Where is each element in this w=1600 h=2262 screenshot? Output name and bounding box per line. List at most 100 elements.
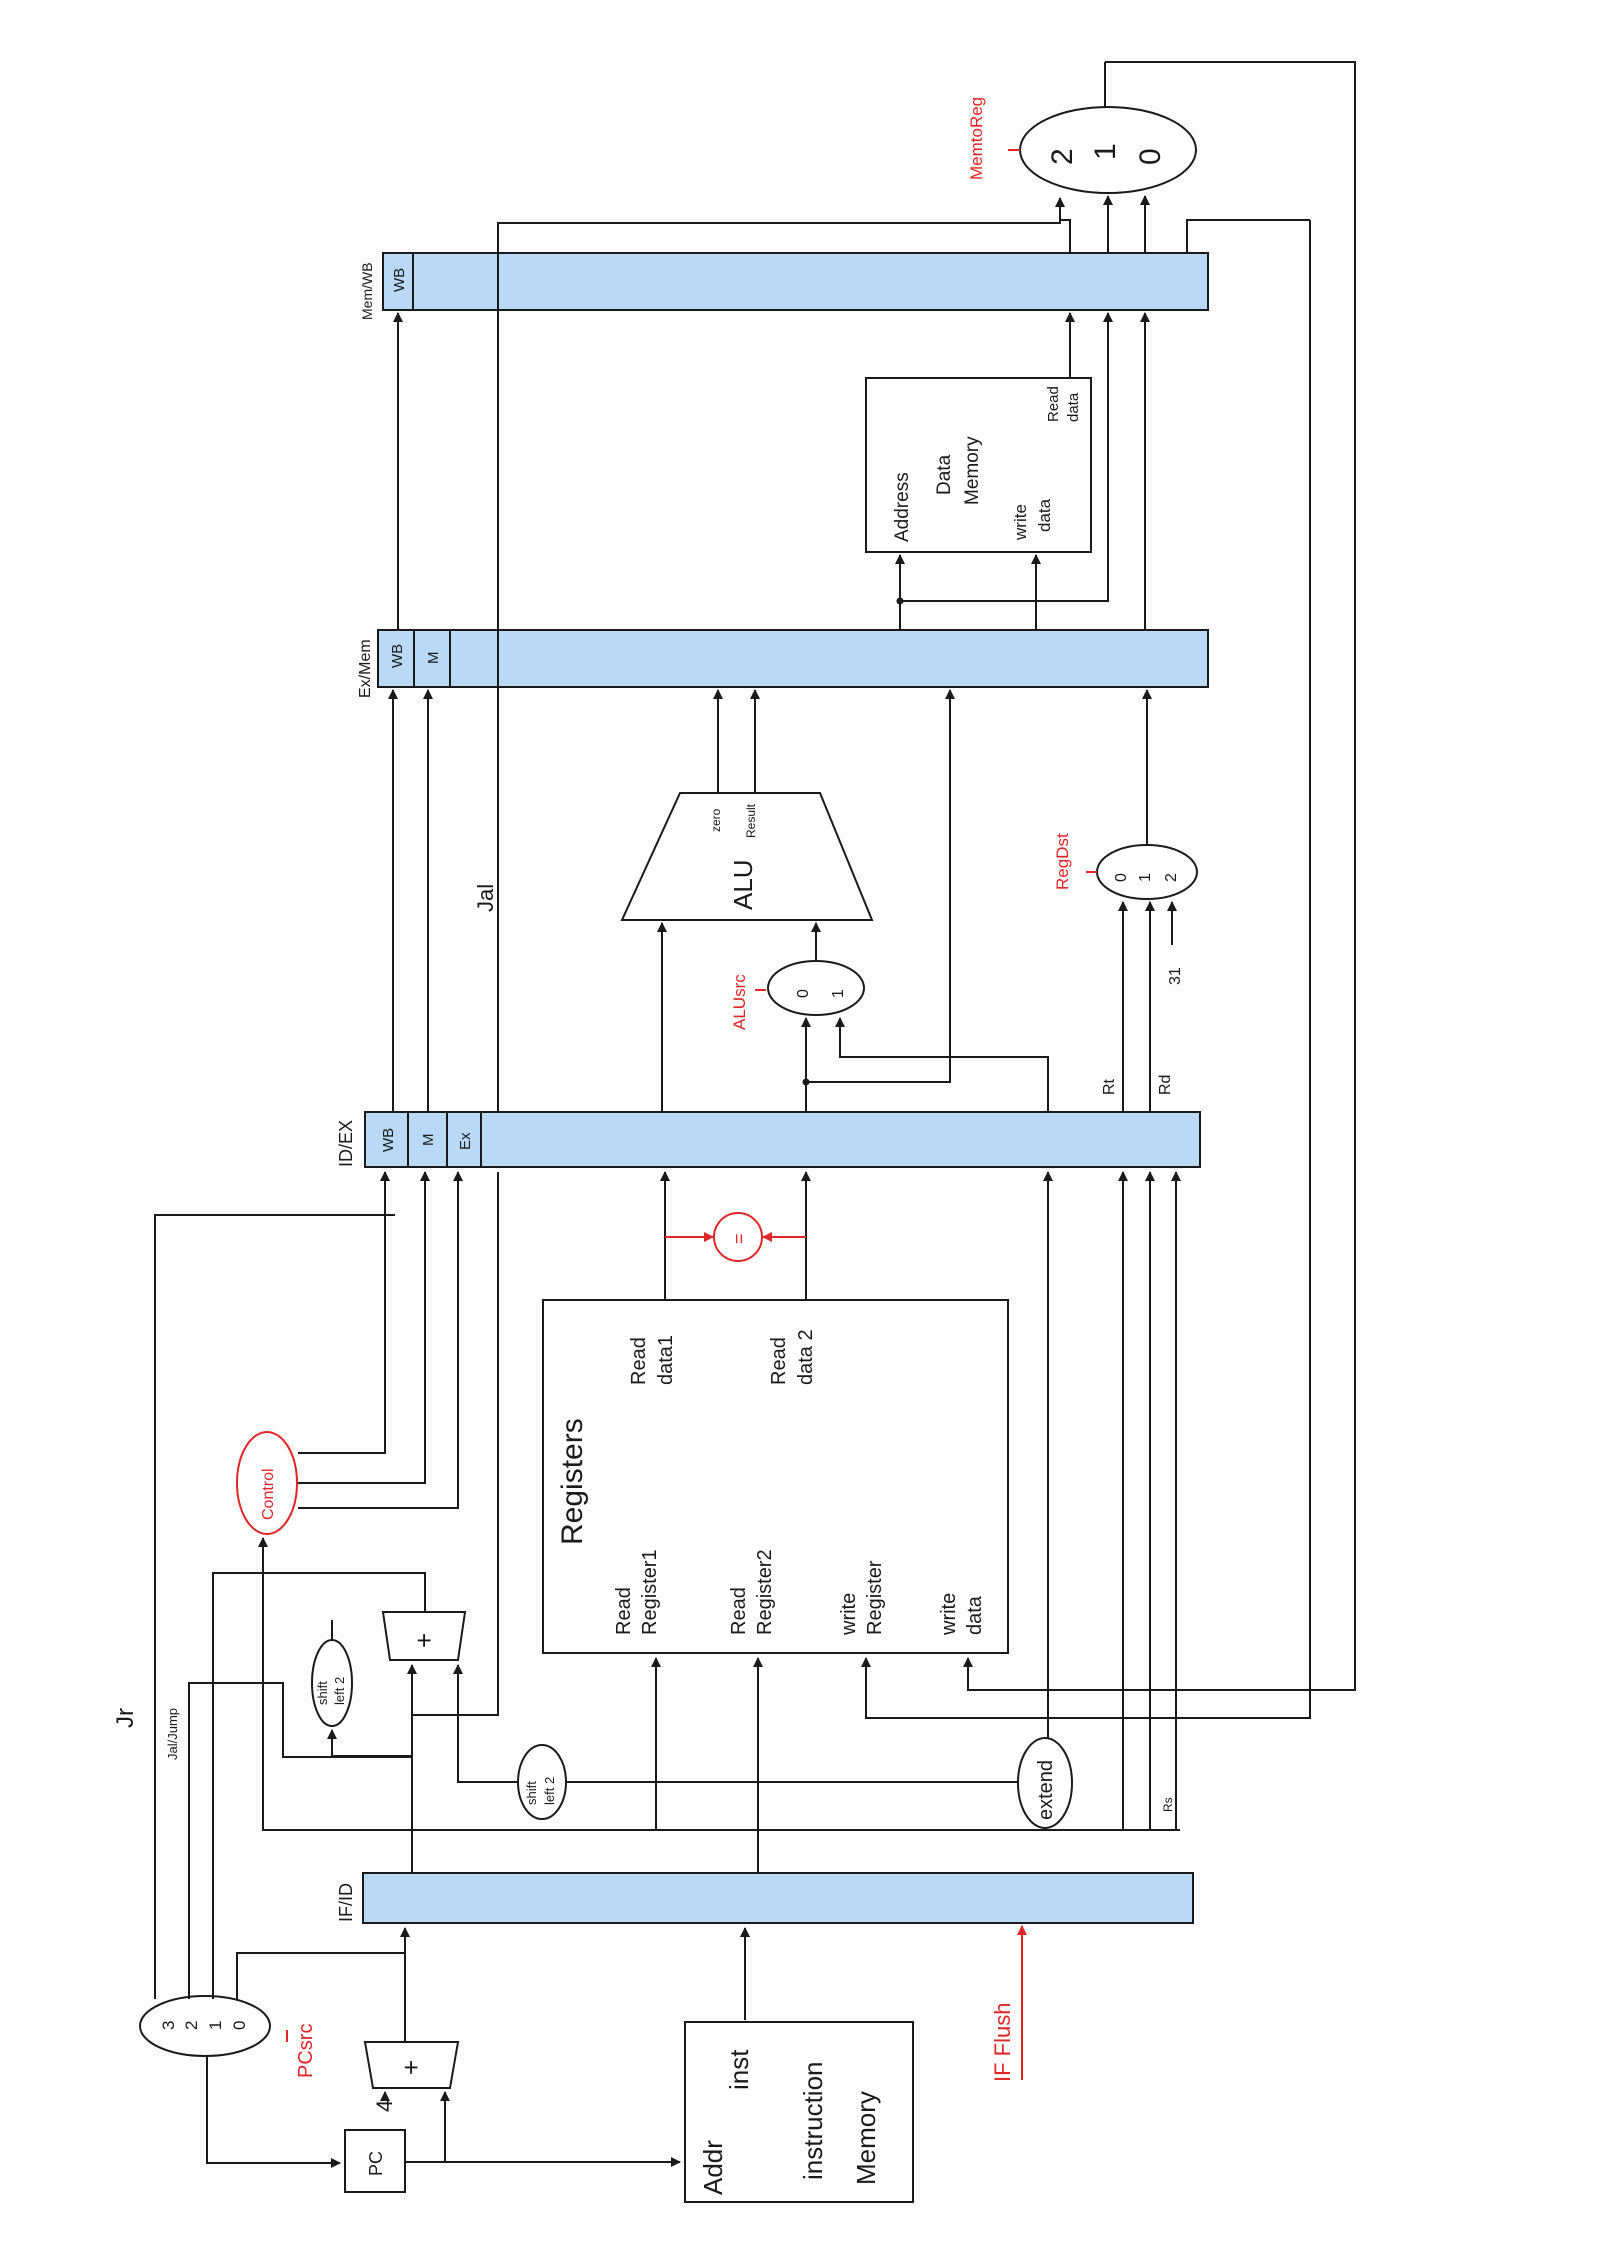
pcsrc-mux — [139, 1995, 271, 2057]
pc-adder — [363, 2041, 460, 2089]
pcsrc-mux-2: 2 — [182, 2021, 201, 2030]
register-file — [542, 1299, 1009, 1654]
alusrc-mux-0: 0 — [795, 989, 812, 998]
ex-mem-m-field — [413, 629, 451, 688]
branch-target-wire — [212, 1572, 426, 1999]
sl2-jump-line2: left 2 — [332, 1677, 347, 1705]
dmem-title2: Memory — [962, 436, 983, 505]
jump-to-sl2 — [327, 1729, 412, 1757]
dmem-rd2: data — [1065, 392, 1082, 422]
rs-label: Rs — [1161, 1797, 1175, 1812]
pcsrc-mux-3: 3 — [159, 2021, 178, 2030]
control-to-wb — [298, 1171, 390, 1454]
control-to-m — [298, 1171, 430, 1484]
regdst-mux — [1096, 844, 1198, 900]
sl2-branch-to-adder — [453, 1664, 518, 1783]
regfile-title: Registers — [556, 1418, 589, 1545]
ex-mem-label: Ex/Mem — [357, 639, 374, 698]
ex-mem-register: WB M Ex/Mem — [357, 629, 1209, 698]
writeback-reg-wire — [861, 220, 1311, 1719]
jal-into-adder — [412, 1172, 499, 1716]
branch-adder — [381, 1611, 467, 1661]
id-ex-wb-field — [364, 1111, 409, 1168]
rr2-line1: Read — [728, 1587, 750, 1635]
memwb-regdst-out — [1186, 219, 1310, 253]
equal-comparator — [713, 1212, 763, 1262]
memtoreg-label: MemtoReg — [967, 97, 986, 180]
regdst-mux-1: 1 — [1137, 873, 1154, 882]
memtoreg-mux-1: 1 — [1089, 143, 1122, 160]
jal-jump-label: Jal/Jump — [165, 1708, 180, 1760]
address-bypass — [900, 312, 1113, 602]
pc-text: PC — [366, 2151, 386, 2176]
address-junction — [896, 597, 904, 605]
sl2-jump-line1: shift — [315, 1681, 330, 1705]
mem-wb-register: WB Mem/WB — [359, 252, 1209, 320]
dmem-wd2: data — [1035, 498, 1054, 532]
regdst-mux-0: 0 — [1113, 873, 1130, 882]
pcsrc-mux-1: 1 — [206, 2021, 225, 2030]
imem-addr: Addr — [698, 2140, 728, 2195]
rd-label: Rd — [1157, 1075, 1174, 1095]
mux-to-pc — [206, 2056, 341, 2168]
control-to-ex — [298, 1171, 463, 1509]
wd-line2: data — [964, 1595, 986, 1635]
dmem-title1: Data — [934, 454, 955, 495]
mem-wb-wb-text: WB — [391, 268, 408, 292]
memwb-readdata-to-mux — [1059, 198, 1071, 253]
id-ex-m-field — [407, 1111, 448, 1168]
if-id-register: IF/ID — [336, 1872, 1194, 1924]
if-flush-label: IF Flush — [990, 2003, 1015, 2082]
jr-wire — [154, 1214, 395, 1999]
alu-text: ALU — [728, 859, 758, 910]
wd-line1: write — [938, 1593, 960, 1636]
id-ex-label: ID/EX — [336, 1120, 356, 1167]
rd2-line2: data 2 — [795, 1329, 817, 1385]
dmem-address: Address — [892, 472, 913, 542]
mem-wb-wb-field — [382, 252, 414, 311]
alu-result: Result — [744, 803, 758, 838]
instruction-memory — [684, 2021, 914, 2203]
mem-wb-bar — [382, 252, 1209, 311]
alu — [620, 792, 874, 921]
if-id-bar — [362, 1872, 1194, 1924]
rt-label: Rt — [1101, 1078, 1118, 1095]
rd2-junction — [802, 1078, 810, 1086]
rr1-line1: Read — [613, 1587, 635, 1635]
imem-line1: instruction — [798, 2062, 828, 2181]
jr-label: Jr — [112, 1708, 139, 1728]
alusrc-mux — [767, 960, 865, 1016]
dmem-wd1: write — [1011, 504, 1030, 541]
ex-mem-wb-text: WB — [389, 644, 406, 668]
equal-text: = — [729, 1233, 749, 1244]
imm-to-alusrc — [835, 1017, 1049, 1112]
branch-adder-plus: + — [409, 1633, 439, 1648]
jal-jump-wire — [188, 1682, 412, 1999]
memtoreg-mux-2: 2 — [1046, 148, 1079, 165]
adder-to-mux0 — [236, 1952, 405, 2000]
id-ex-m-text: M — [420, 1134, 437, 1147]
alusrc-label: ALUsrc — [730, 974, 749, 1030]
const31: 31 — [1167, 967, 1184, 985]
data-memory — [865, 377, 1092, 553]
dmem-rd1: Read — [1045, 386, 1062, 422]
control-text: Control — [260, 1468, 277, 1520]
wr-line2: Register — [864, 1560, 886, 1635]
rd2-to-exmem — [806, 689, 955, 1083]
extend-text: extend — [1035, 1760, 1057, 1820]
id-ex-register: WB M Ex ID/EX — [336, 1111, 1201, 1168]
pc-register — [344, 2129, 406, 2193]
control-unit — [236, 1431, 298, 1535]
imem-inst: inst — [724, 2049, 754, 2090]
memtoreg-mux-0: 0 — [1134, 148, 1167, 165]
imem-line2: Memory — [851, 2091, 881, 2185]
id-ex-bar — [364, 1111, 1201, 1168]
pcsrc-label: PCsrc — [295, 2024, 317, 2078]
pcsrc-mux-0: 0 — [230, 2021, 249, 2030]
id-ex-ex-field — [446, 1111, 482, 1168]
regdst-mux-2: 2 — [1163, 873, 1180, 882]
writeback-data-wire — [963, 61, 1356, 1691]
alusrc-mux-1: 1 — [830, 989, 847, 998]
regdst-label: RegDst — [1053, 833, 1072, 890]
